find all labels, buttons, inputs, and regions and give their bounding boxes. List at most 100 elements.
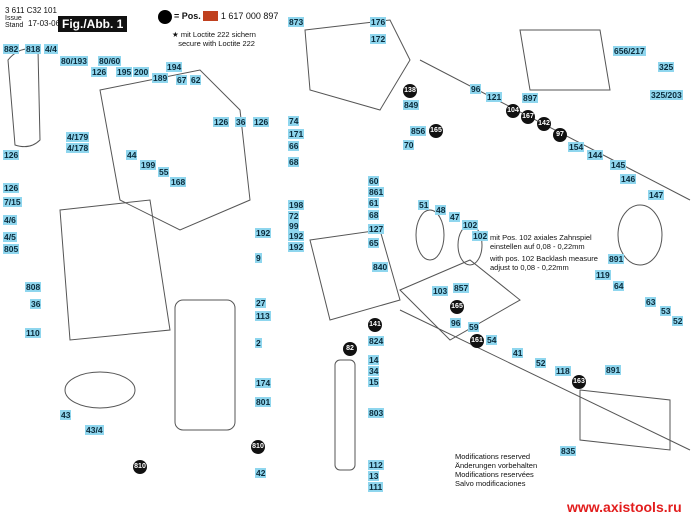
gear-housing-part (99, 69, 251, 231)
circle-part-label: 165 (429, 124, 443, 138)
intermediate-flange-part (309, 229, 401, 321)
part-label: 65 (368, 238, 380, 248)
part-label: 174 (255, 378, 272, 388)
part-label: 27 (255, 298, 267, 308)
black-dot-icon (158, 10, 172, 24)
part-label: 176 (370, 17, 387, 27)
part-label: 96 (470, 84, 482, 94)
part-label: 43 (60, 410, 72, 420)
chuck-part (519, 29, 611, 91)
part-label: 121 (486, 92, 503, 102)
part-label: 68 (368, 210, 380, 220)
part-label: 99 (288, 221, 300, 231)
part-label: 824 (368, 336, 385, 346)
part-label: 192 (288, 242, 305, 252)
part-label: 64 (613, 281, 625, 291)
part-label: 891 (605, 365, 622, 375)
part-label: 857 (453, 283, 470, 293)
part-label: 112 (368, 460, 384, 470)
part-label: 168 (170, 177, 187, 187)
part-label: 113 (255, 311, 271, 321)
part-label: 36 (235, 117, 247, 127)
part-label: 126 (3, 183, 20, 193)
part-label: 53 (660, 306, 672, 316)
part-label: 118 (555, 366, 571, 376)
part-label: 189 (152, 73, 169, 83)
circle-part-label: 810 (251, 440, 265, 454)
part-label: 80/193 (60, 56, 88, 66)
part-label: 14 (368, 355, 380, 365)
part-label: 59 (468, 322, 480, 332)
part-label: 325 (658, 62, 675, 72)
armature-part (334, 359, 356, 471)
part-label: 80/60 (98, 56, 122, 66)
part-label: 146 (620, 174, 637, 184)
part-label: 4/5 (3, 232, 17, 242)
part-label: 873 (288, 17, 305, 27)
part-label: 897 (522, 93, 539, 103)
part-label: 51 (418, 200, 430, 210)
mod-line: Änderungen vorbehalten (455, 461, 538, 470)
part-label: 4/6 (3, 215, 17, 225)
part-label: 4/4 (44, 44, 58, 54)
circle-part-label: 165 (450, 300, 464, 314)
handle-part (7, 48, 41, 148)
part-label: 4/179 (66, 132, 90, 142)
part-label: 44 (126, 150, 138, 160)
part-label: 856 (410, 126, 427, 136)
part-label: 9 (255, 253, 262, 263)
part-label: 126 (91, 67, 108, 77)
part-label: 4/178 (66, 143, 90, 153)
part-label: 801 (255, 397, 272, 407)
figure-title: Fig./Abb. 1 (58, 16, 128, 32)
tool-holder-part (399, 259, 521, 341)
modifications-note: Modifications reserved Änderungen vorbeh… (455, 452, 537, 488)
part-label: 2 (255, 338, 262, 348)
part-label: 803 (368, 408, 385, 418)
pos-number: 899 (203, 11, 219, 21)
part-label: 102 (462, 220, 479, 230)
part-label: 52 (672, 316, 684, 326)
circle-part-label: 167 (521, 110, 535, 124)
part-label: 145 (610, 160, 627, 170)
part-label: 62 (190, 75, 202, 85)
pos-prefix: = Pos. (174, 11, 201, 21)
circle-part-label: 104 (506, 104, 520, 118)
part-label: 110 (25, 328, 41, 338)
circle-part-label: 82 (343, 342, 357, 356)
part-label: 818 (25, 44, 42, 54)
backlash-en-2: adjust to 0,08 - 0,22mm (490, 263, 569, 272)
motor-housing-part (59, 199, 171, 341)
star-icon: ★ (172, 30, 179, 39)
part-label: 194 (166, 62, 183, 72)
loctite-note: ★ mit Loctite 222 sichern secure with Lo… (172, 30, 256, 48)
circle-part-label: 163 (572, 375, 586, 389)
part-label: 54 (486, 335, 498, 345)
part-label: 68 (288, 157, 300, 167)
part-label: 36 (30, 299, 42, 309)
part-label: 34 (368, 366, 380, 376)
watermark: www.axistools.ru (567, 499, 682, 515)
part-label: 74 (288, 116, 300, 126)
gear-cover-part (304, 19, 411, 111)
part-label: 126 (3, 150, 20, 160)
part-label: 192 (288, 231, 305, 241)
part-label: 42 (255, 468, 267, 478)
part-label: 52 (535, 358, 547, 368)
part-label: 861 (368, 187, 385, 197)
part-label: 43/4 (85, 425, 104, 435)
part-label: 805 (3, 244, 20, 254)
pos-legend: = Pos. 899 1 617 000 897 (174, 11, 279, 21)
pos-part-number: 1 617 000 897 (220, 11, 279, 21)
part-label: 63 (645, 297, 657, 307)
part-label: 192 (255, 228, 272, 238)
backlash-de-2: einstellen auf 0,08 - 0,22mm (490, 242, 585, 251)
part-label: 7/15 (3, 197, 22, 207)
part-label: 656/217 (613, 46, 646, 56)
circle-part-label: 138 (403, 84, 417, 98)
part-label: 72 (288, 211, 300, 221)
circle-part-label: 810 (133, 460, 147, 474)
part-label: 200 (133, 67, 150, 77)
